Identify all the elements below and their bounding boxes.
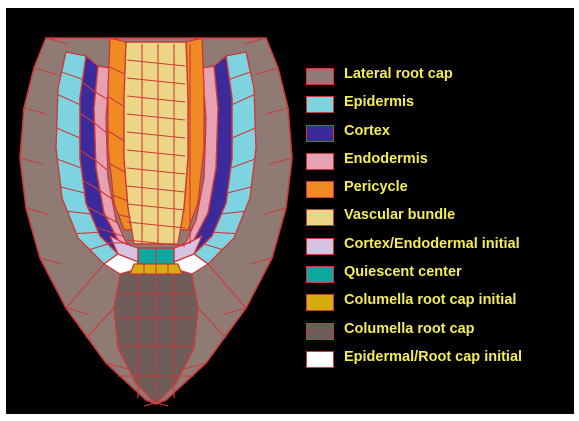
legend-label: Pericycle <box>344 179 408 195</box>
legend-item: Columella root cap initial <box>306 290 574 318</box>
legend-item: Endodermis <box>306 149 574 177</box>
legend-swatch <box>306 125 334 142</box>
legend-label: Cortex <box>344 123 390 139</box>
legend-label: Endodermis <box>344 151 428 167</box>
legend-swatch <box>306 96 334 113</box>
legend-item: Columella root cap <box>306 319 574 347</box>
legend-item: Epidermis <box>306 92 574 120</box>
legend-swatch <box>306 153 334 170</box>
vascular-bundle <box>124 42 188 244</box>
legend-swatch <box>306 294 334 311</box>
legend-item: Vascular bundle <box>306 205 574 233</box>
legend-swatch <box>306 238 334 255</box>
legend-swatch <box>306 266 334 283</box>
endodermis-cell-wall <box>121 243 128 244</box>
legend-item: Lateral root cap <box>306 64 574 92</box>
legend-label: Epidermal/Root cap initial <box>344 349 522 365</box>
legend-item: Cortex <box>306 121 574 149</box>
legend-swatch <box>306 209 334 226</box>
legend-label: Columella root cap initial <box>344 292 516 308</box>
legend-label: Cortex/Endodermal initial <box>344 236 520 252</box>
legend-label: Quiescent center <box>344 264 462 280</box>
legend-item: Epidermal/Root cap initial <box>306 347 574 375</box>
legend-item: Cortex/Endodermal initial <box>306 234 574 262</box>
legend-label: Lateral root cap <box>344 66 453 82</box>
legend-label: Vascular bundle <box>344 207 455 223</box>
legend-item: Quiescent center <box>306 262 574 290</box>
legend-swatch <box>306 68 334 85</box>
legend-swatch <box>306 181 334 198</box>
legend-item: Pericycle <box>306 177 574 205</box>
legend-swatch <box>306 351 334 368</box>
legend-swatch <box>306 323 334 340</box>
root-tip-illustration <box>6 8 306 414</box>
legend-label: Epidermis <box>344 94 414 110</box>
legend-label: Columella root cap <box>344 321 475 337</box>
